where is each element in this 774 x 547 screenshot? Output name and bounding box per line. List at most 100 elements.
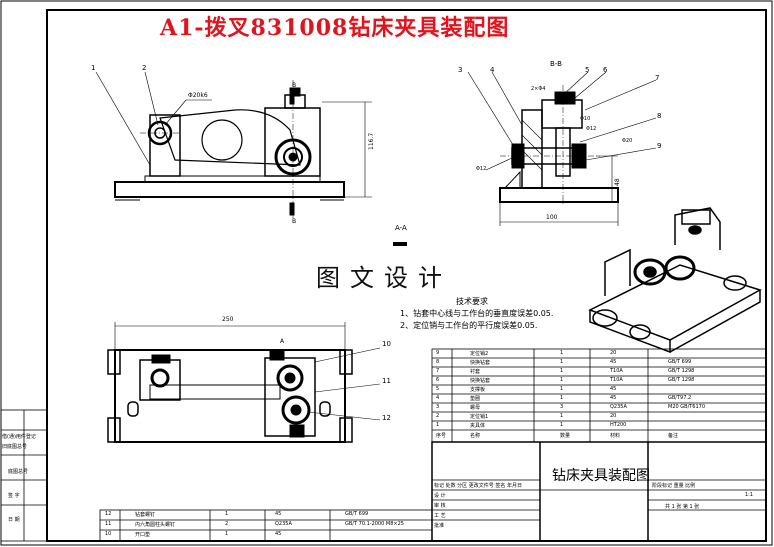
section-label-aa: A-A	[395, 224, 407, 232]
dim-diameter-front: Φ20k6	[188, 92, 208, 99]
dim-height-front: 116.7	[368, 132, 375, 150]
callout-11: 11	[382, 377, 391, 385]
parts-cell-no: 7	[436, 368, 440, 374]
parts-cell-mat: 45	[610, 386, 617, 392]
parts-cell-std: GB/T 1298	[668, 368, 695, 374]
parts-cell-no: 9	[436, 350, 440, 356]
isometric-view	[588, 207, 762, 354]
parts-cell-mat: 20	[610, 413, 617, 419]
title-block-right-1: 1:1	[745, 492, 754, 498]
callout-9: 9	[657, 142, 662, 150]
parts-header-no: 序号	[436, 433, 447, 439]
parts-cell-mat: HT200	[610, 422, 627, 428]
callout-2: 2	[142, 64, 147, 72]
parts-cell-std: GB/T 699	[668, 359, 692, 365]
parts-cell-qty: 1	[560, 386, 564, 392]
parts-cell-name: 衬套	[470, 369, 481, 375]
dim-height-section: 48	[614, 178, 621, 186]
tech-requirements-heading: 技术要求	[456, 297, 488, 306]
dim-d10: Φ10	[580, 116, 591, 122]
callout-3: 3	[458, 66, 463, 74]
dim-length-plan: 250	[222, 316, 234, 323]
parts-cell-qty: 1	[560, 350, 564, 356]
parts-cell-qty: 1	[560, 377, 564, 383]
lower-parts-cell-qty: 2	[225, 521, 229, 527]
dim-d20: Φ20	[622, 138, 633, 144]
watermark-text: 图文设计	[316, 264, 452, 292]
lower-parts-cell-std: GB/T 699	[345, 511, 369, 517]
title-block-row-3: 工 艺	[434, 513, 446, 519]
dim-width-section: 100	[546, 214, 558, 221]
parts-header-qty: 数量	[560, 433, 571, 439]
left-strip-table	[0, 409, 48, 542]
lower-parts-cell-name: 钻套螺钉	[135, 512, 156, 518]
parts-cell-no: 5	[436, 386, 440, 392]
lower-parts-cell-mat: Q235A	[275, 521, 292, 527]
parts-header-std: 备注	[668, 433, 679, 439]
parts-cell-no: 6	[436, 377, 440, 383]
title-block-row-2: 审 核	[434, 503, 446, 509]
parts-cell-name: 垫圈	[470, 396, 481, 402]
drawing-name: 钻床夹具装配图	[552, 468, 650, 484]
cut-label-a: A	[280, 338, 285, 345]
title-block-right-2: 共 1 张 第 1 张	[665, 504, 700, 510]
callout-12: 12	[382, 414, 391, 422]
parts-cell-mat: 20	[610, 350, 617, 356]
lower-parts-cell-no: 11	[105, 521, 112, 527]
parts-cell-std: M20 GB/T6170	[668, 404, 706, 410]
parts-cell-qty: 1	[560, 413, 564, 419]
parts-cell-name: 快换钻套	[470, 378, 491, 384]
parts-cell-no: 8	[436, 359, 440, 365]
section-label-bb: B-B	[550, 60, 562, 68]
tech-note-1: 1、钻套中心线与工作台的垂直度误差0.05.	[400, 309, 554, 318]
parts-header-mat: 材料	[610, 433, 621, 439]
lower-parts-cell-no: 12	[105, 511, 112, 517]
parts-cell-mat: T10A	[610, 377, 623, 383]
parts-cell-mat: T10A	[610, 368, 623, 374]
parts-cell-qty: 1	[560, 422, 564, 428]
lower-parts-cell-std: GB/T 70.1-2000 M8×25	[345, 521, 404, 527]
parts-cell-name: 螺母	[470, 405, 481, 411]
parts-cell-name: 定位销1	[470, 414, 489, 420]
callout-7: 7	[655, 74, 660, 82]
parts-cell-no: 2	[436, 413, 440, 419]
lower-parts-cell-mat: 45	[275, 511, 282, 517]
callout-6: 6	[603, 66, 608, 74]
aa-marker	[393, 242, 407, 246]
callout-5: 5	[585, 66, 590, 74]
callout-4: 4	[490, 66, 495, 74]
cut-label-b-top: B	[292, 82, 297, 89]
parts-cell-std: GB/T97.2	[668, 395, 692, 401]
title-block-approve: 批准	[434, 523, 445, 529]
parts-cell-no: 4	[436, 395, 440, 401]
left-strip-3: 签 字	[8, 493, 20, 499]
title-block-row-1: 设 计	[434, 493, 446, 499]
parts-cell-mat: 45	[610, 359, 617, 365]
sheet-title: A1-拨叉831008钻床夹具装配图	[160, 15, 510, 41]
parts-cell-name: 快换钻套	[470, 360, 491, 366]
tech-note-2: 2、定位销与工作台的平行度误差0.05.	[400, 321, 538, 330]
parts-cell-qty: 1	[560, 368, 564, 374]
lower-parts-cell-name: 内六角圆柱头螺钉	[135, 522, 176, 528]
left-strip-0: 借(通)用件登记	[2, 434, 36, 440]
parts-cell-name: 支撑板	[470, 387, 486, 393]
section-view	[467, 71, 657, 226]
parts-cell-mat: Q235A	[610, 404, 627, 410]
plan-view	[107, 322, 381, 443]
title-block-right-0: 阶段标记 重量 比例	[652, 483, 696, 489]
lower-parts-cell-name: 开口垫	[135, 532, 151, 538]
lower-parts-cell-mat: 45	[275, 531, 282, 537]
dim-hole: 2×Φ4	[531, 86, 546, 92]
parts-cell-no: 1	[436, 422, 440, 428]
front-view	[95, 71, 372, 220]
parts-cell-name: 定位销2	[470, 351, 489, 357]
parts-list-grid	[431, 348, 767, 443]
parts-cell-qty: 1	[560, 359, 564, 365]
parts-cell-std: GB/T 1298	[668, 377, 695, 383]
parts-cell-name: 夹具体	[470, 423, 486, 429]
parts-cell-no: 3	[436, 404, 440, 410]
cut-label-b-bottom: B	[292, 218, 297, 225]
callout-10: 10	[382, 340, 391, 348]
